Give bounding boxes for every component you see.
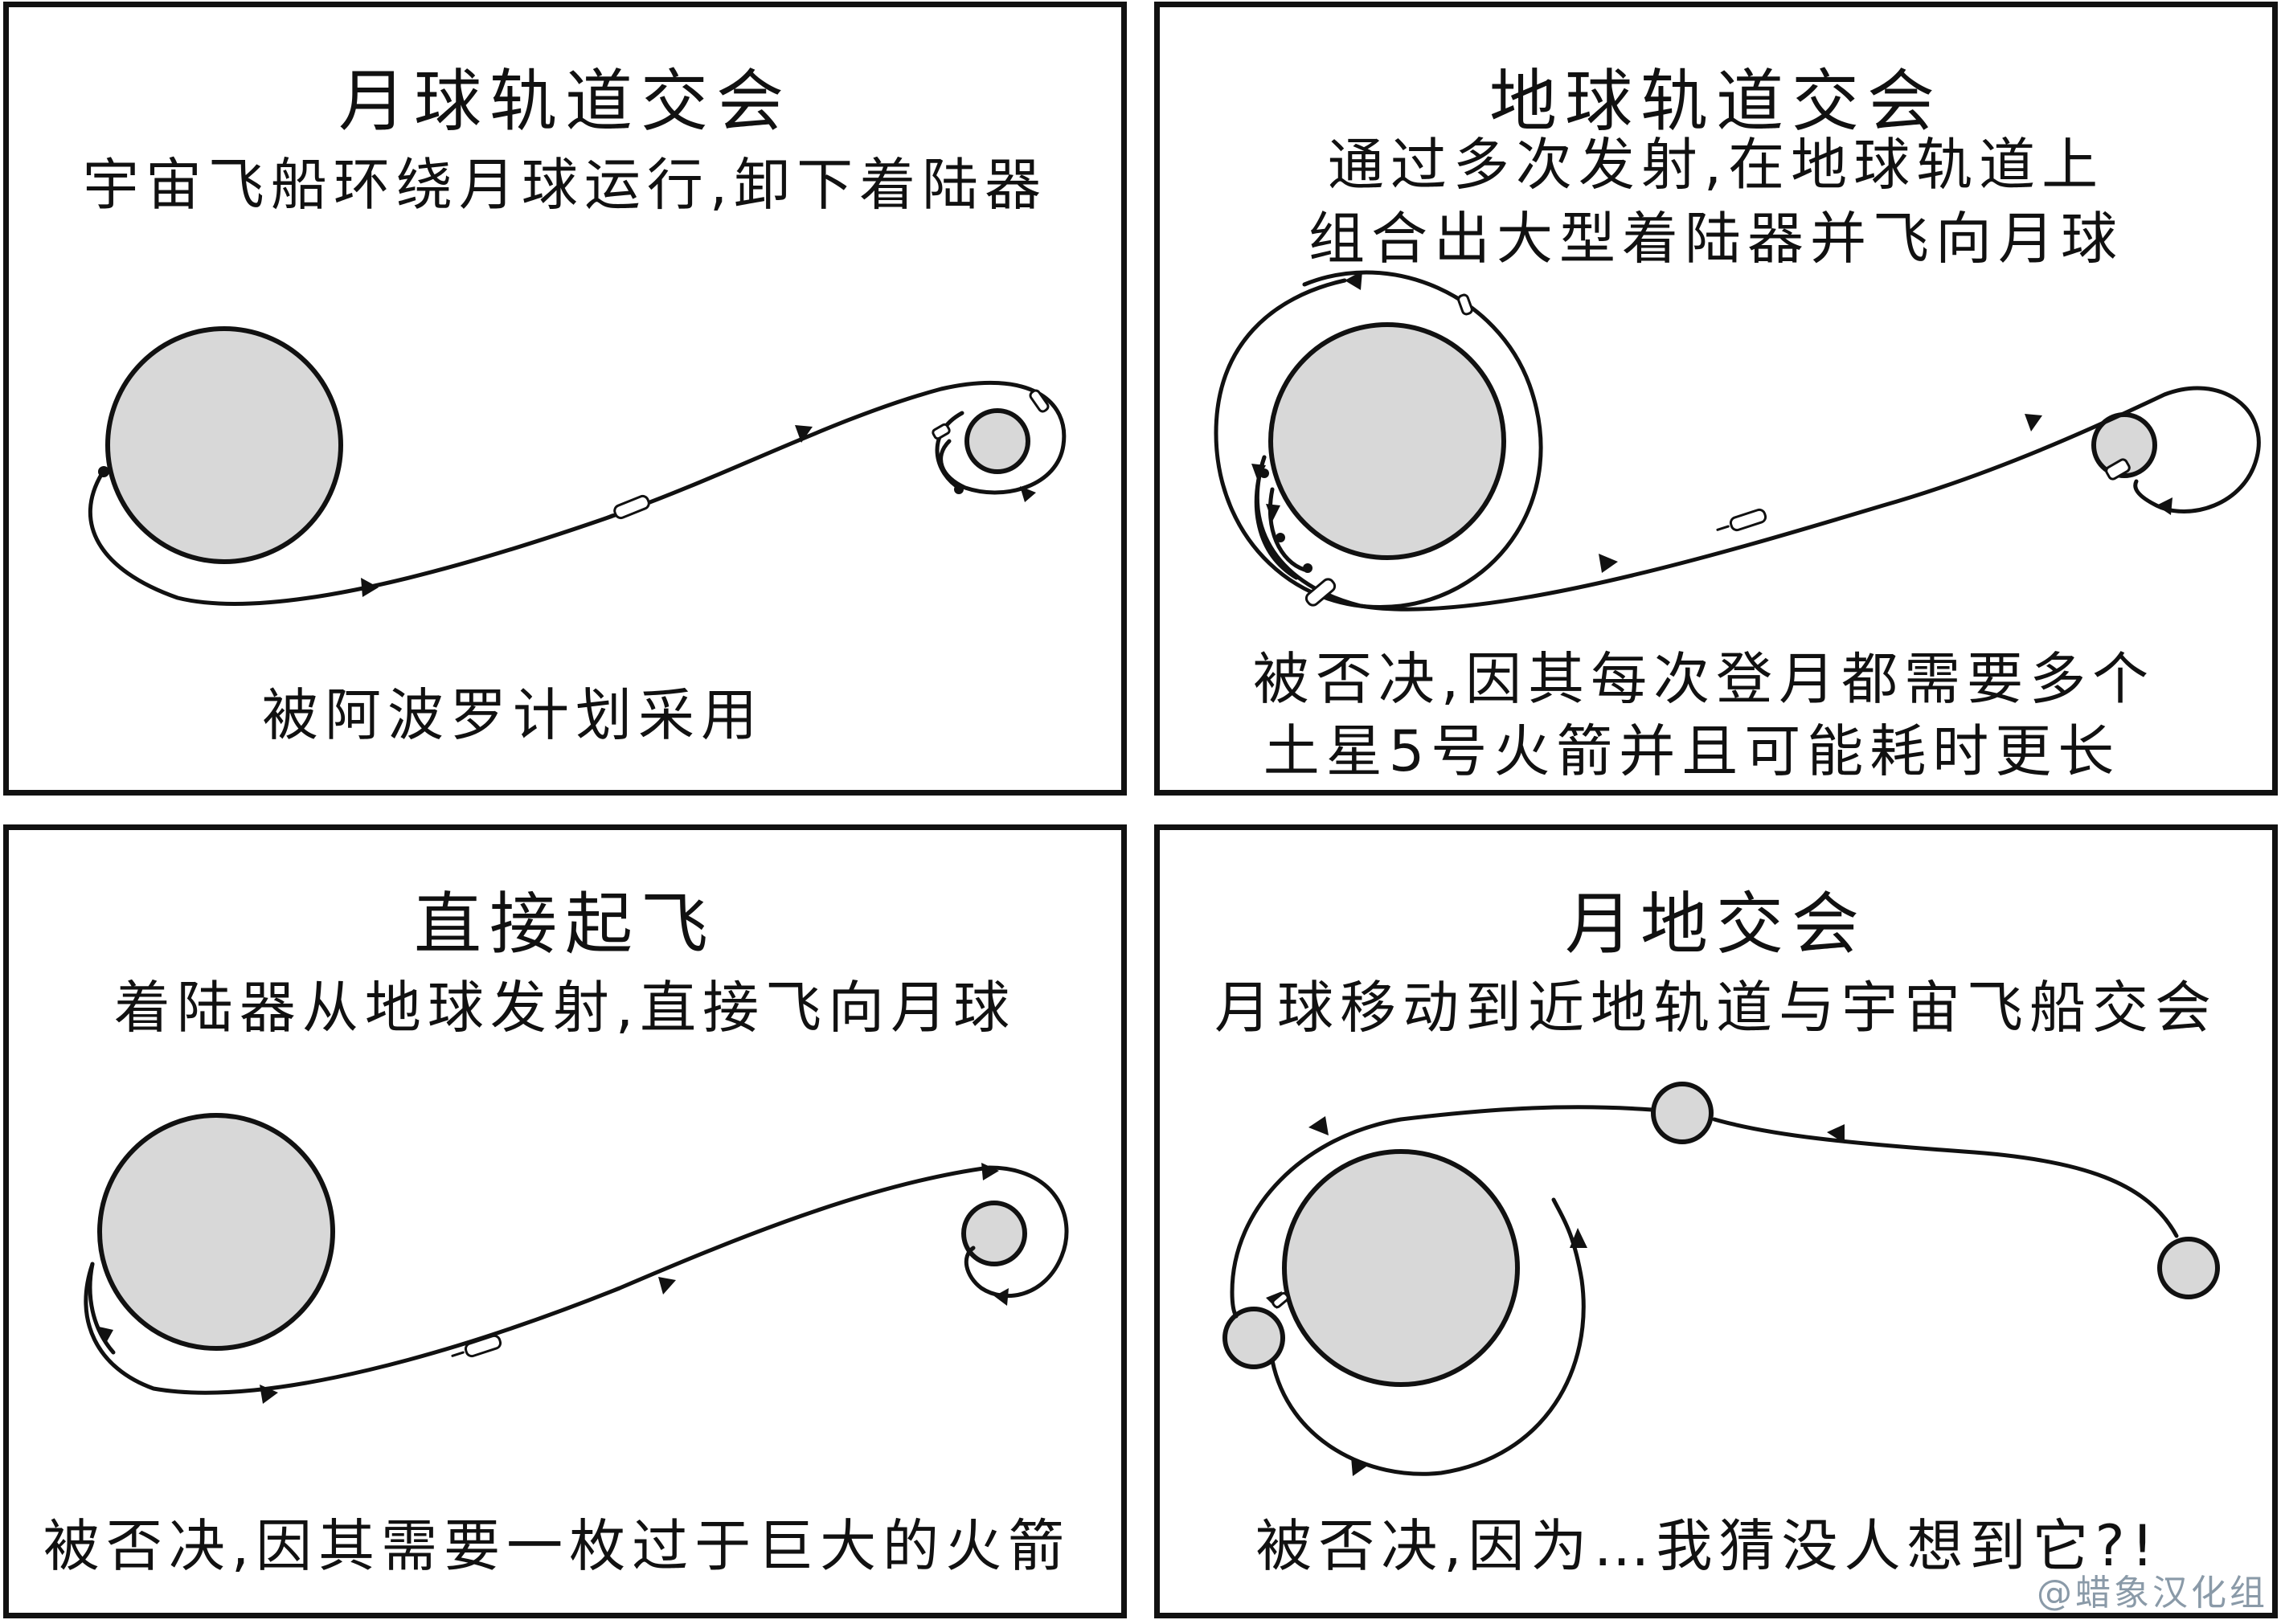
panel-subtitle: 宇宙飞船环绕月球运行,卸下着陆器 xyxy=(82,152,1048,218)
earth xyxy=(105,326,343,564)
orbit-marker-dot xyxy=(98,466,109,477)
parking-orbit xyxy=(1214,270,1543,609)
arrow-marker xyxy=(1345,271,1362,290)
moon xyxy=(961,1201,1027,1266)
trajectory xyxy=(84,1165,1069,1395)
panel-subtitle: 通过多次发射,在地球轨道上 xyxy=(1327,132,2105,198)
spacecraft-icon xyxy=(600,494,650,521)
moon xyxy=(964,408,1030,474)
orbit-marker-dot xyxy=(1259,468,1269,478)
launch-path xyxy=(88,1262,116,1355)
orbit-diagram xyxy=(1214,270,2261,612)
launch-path xyxy=(1267,487,1307,572)
moon-orbit xyxy=(1270,1197,1586,1476)
arrow-marker xyxy=(1020,486,1036,502)
arrow-marker xyxy=(1570,1228,1587,1248)
arrow-marker xyxy=(1351,1457,1369,1476)
spacecraft-icon xyxy=(1304,578,1337,607)
arrow-marker xyxy=(1266,504,1280,522)
earth xyxy=(97,1113,335,1351)
lander-icon xyxy=(932,423,951,440)
trajectory xyxy=(1255,386,2261,612)
orbit-diagram xyxy=(88,326,1067,606)
panel-note: 被否决,因为…我猜没人想到它?! xyxy=(1255,1513,2160,1579)
panel-subtitle: 组合出大型着陆器并飞向月球 xyxy=(1308,206,2123,272)
moon-start xyxy=(2157,1237,2220,1299)
arrow-marker xyxy=(361,578,379,597)
panel-moon-earth-rendezvous: 月地交会 月球移动到近地轨道与宇宙飞船交会 被否决,因为…我猜没人想到它?! xyxy=(1154,824,2278,1618)
arrow-marker xyxy=(1599,554,1618,573)
orbit-marker-dot xyxy=(954,485,964,494)
panel-note: 被否决,因其需要一枚过于巨大的火箭 xyxy=(43,1513,1071,1579)
moon-orbit xyxy=(935,411,964,492)
spacecraft-icon xyxy=(1029,389,1050,413)
orbit-diagram xyxy=(1222,1082,2220,1476)
orbit-marker-dot xyxy=(1276,533,1285,542)
panel-title: 月地交会 xyxy=(1564,885,1867,963)
spacecraft-icon xyxy=(451,1334,502,1358)
panel-note: 被否决,因其每次登月都需要多个 xyxy=(1252,646,2156,712)
arrow-marker xyxy=(658,1277,676,1295)
credit-watermark: @蜡象汉化组 xyxy=(2037,1573,2268,1614)
orbit-marker-dot xyxy=(1303,563,1312,573)
moon-path xyxy=(1230,1105,1654,1319)
panel-earth-orbit-rendezvous: 地球轨道交会 通过多次发射,在地球轨道上 组合出大型着陆器并飞向月球 被否决 xyxy=(1154,2,2278,796)
arrow-marker xyxy=(260,1385,278,1404)
spacecraft-icon xyxy=(1272,1291,1289,1309)
moon-end xyxy=(1222,1307,1285,1369)
panel-title: 地球轨道交会 xyxy=(1489,62,1943,141)
panel-subtitle: 月球移动到近地轨道与宇宙飞船交会 xyxy=(1214,975,2218,1041)
moon-path xyxy=(1712,1117,2179,1238)
trajectory xyxy=(88,380,1067,606)
arrow-marker xyxy=(2025,414,2042,432)
panel-direct-ascent: 直接起飞 着陆器从地球发射,直接飞向月球 被否决,因其需要一枚过于巨大的火箭 xyxy=(3,824,1127,1618)
lander-icon xyxy=(2105,458,2131,481)
arrow-marker xyxy=(1827,1124,1845,1143)
panel-title: 月球轨道交会 xyxy=(338,62,792,141)
arrow-marker xyxy=(1251,464,1266,481)
moon-mid xyxy=(1651,1082,1714,1144)
panel-note: 被阿波罗计划采用 xyxy=(262,682,764,748)
orbit-diagram xyxy=(84,1113,1069,1404)
panel-lunar-orbit-rendezvous: 月球轨道交会 宇宙飞船环绕月球运行,卸下着陆器 被阿波罗计划采用 xyxy=(3,2,1127,796)
arrow-marker xyxy=(99,1327,113,1344)
earth xyxy=(1282,1149,1520,1387)
arrow-marker xyxy=(2156,497,2172,515)
earth xyxy=(1268,322,1506,560)
panel-subtitle: 着陆器从地球发射,直接飞向月球 xyxy=(113,975,1017,1041)
panel-title: 直接起飞 xyxy=(413,885,716,963)
spacecraft-icon xyxy=(1716,508,1767,532)
arrow-marker xyxy=(981,1163,999,1180)
panel-note: 土星5号火箭并且可能耗时更长 xyxy=(1263,718,2121,784)
spacecraft-icon xyxy=(1457,293,1473,316)
arrow-marker xyxy=(994,1288,1009,1306)
arrow-marker xyxy=(1308,1116,1329,1135)
arrow-marker xyxy=(795,425,813,443)
